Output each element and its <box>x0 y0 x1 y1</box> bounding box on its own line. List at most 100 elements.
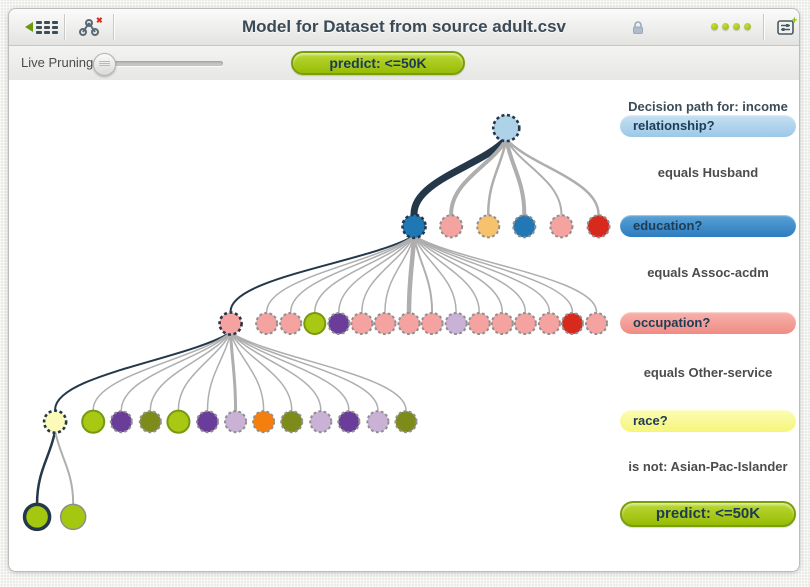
tree-node-d0[interactable] <box>22 502 52 532</box>
tree-edge <box>505 137 600 216</box>
tree-node-a4[interactable] <box>549 214 574 239</box>
tree-edge <box>413 235 527 313</box>
tree-node-a0[interactable] <box>401 213 427 240</box>
decision-tree <box>22 113 611 532</box>
tree-node-root[interactable] <box>491 113 521 143</box>
tree-node-b6[interactable] <box>373 311 397 336</box>
tree-edge <box>54 331 232 411</box>
tree-node-b1[interactable] <box>255 311 279 336</box>
tree-edge <box>289 235 415 313</box>
status-dot <box>711 23 718 30</box>
status-dot <box>733 23 740 30</box>
question-pill-relationship[interactable]: relationship? <box>620 115 796 137</box>
delete-badge-icon: ✖ <box>96 16 103 25</box>
status-dot <box>722 23 729 30</box>
tree-node-b12[interactable] <box>513 311 537 336</box>
tree-node-c9[interactable] <box>309 410 333 434</box>
tree-node-b5[interactable] <box>350 311 374 336</box>
live-pruning-slider[interactable] <box>93 46 223 80</box>
tree-node-b4[interactable] <box>327 311 351 336</box>
tree-edge <box>229 331 407 411</box>
tree-node-a5[interactable] <box>586 214 611 239</box>
tree-node-c7[interactable] <box>252 410 276 434</box>
tree-node-b9[interactable] <box>444 311 468 336</box>
control-bar: Live Pruning predict: <=50K <box>9 46 799 81</box>
delete-model-button[interactable]: ✖ <box>73 15 107 39</box>
tree-edge <box>413 234 434 313</box>
question-pill-occupation[interactable]: occupation? <box>620 312 796 334</box>
tree-node-b10[interactable] <box>467 311 491 336</box>
tree-node-b14[interactable] <box>560 311 584 336</box>
tree-node-b2[interactable] <box>279 311 303 336</box>
tree-node-c8[interactable] <box>280 410 304 434</box>
condition-label: equals Husband <box>657 165 759 180</box>
tree-edge <box>413 235 457 313</box>
tree-edge <box>413 235 551 313</box>
tree-node-a3[interactable] <box>512 214 537 239</box>
tree-edge <box>361 235 415 313</box>
add-panel-button[interactable]: + <box>773 15 799 39</box>
tree-edge <box>314 235 415 313</box>
tree-node-b15[interactable] <box>584 311 609 336</box>
tree-edge <box>413 235 574 313</box>
condition-label: is not: Asian-Pac-Islander <box>628 459 788 474</box>
decision-path-header: Decision path for: income <box>628 99 788 114</box>
tree-edge <box>229 331 350 411</box>
question-pill-education[interactable]: education? <box>620 215 796 237</box>
tree-edge <box>406 233 417 315</box>
tree-edge <box>206 331 232 411</box>
tree-edge <box>229 331 265 411</box>
window-title: Model for Dataset from source adult.csv <box>241 17 567 36</box>
tree-edge <box>54 429 75 505</box>
tree-node-c4[interactable] <box>166 409 191 434</box>
tree-canvas: Decision path for: income relationship? … <box>9 80 799 571</box>
slider-track[interactable] <box>93 61 223 66</box>
tree-node-b13[interactable] <box>537 311 561 336</box>
tree-node-b3[interactable] <box>303 311 327 336</box>
back-to-list-button[interactable] <box>25 15 58 39</box>
tree-edge <box>149 331 232 411</box>
tree-edge <box>449 137 509 217</box>
tree-edge <box>338 235 415 313</box>
tree-node-b11[interactable] <box>490 311 514 336</box>
tree-node-c3[interactable] <box>138 410 162 434</box>
tree-edge <box>229 331 238 412</box>
tree-node-a1[interactable] <box>439 214 464 239</box>
tree-node-b8[interactable] <box>420 311 444 336</box>
add-badge-icon: + <box>792 16 798 27</box>
tree-edge <box>229 331 322 411</box>
status-dot <box>744 23 751 30</box>
predict-button[interactable]: predict: <=50K <box>291 51 465 75</box>
tree-node-b0[interactable] <box>218 311 243 336</box>
status-dots[interactable] <box>711 23 751 30</box>
model-tree-icon: ✖ <box>79 16 103 36</box>
live-pruning-label: Live Pruning <box>21 55 94 70</box>
tree-node-c12[interactable] <box>394 410 418 434</box>
tree-node-a2[interactable] <box>476 214 501 239</box>
tree-node-c2[interactable] <box>109 410 133 434</box>
tree-edge <box>265 235 415 313</box>
toolbar-divider <box>763 14 764 40</box>
tree-node-c0[interactable] <box>42 409 68 435</box>
tree-edge <box>505 138 563 216</box>
tree-node-c5[interactable] <box>195 410 220 434</box>
tree-edge <box>413 235 504 313</box>
tree-node-c6[interactable] <box>224 410 248 434</box>
tree-edge <box>413 235 480 313</box>
slider-knob[interactable] <box>93 53 116 76</box>
tree-node-c1[interactable] <box>81 409 106 434</box>
tree-edge <box>229 331 379 411</box>
back-to-list-icon <box>25 20 58 34</box>
app-window: ✖ Model for Dataset from source adult.cs… <box>8 8 800 572</box>
toolbar-divider <box>64 14 65 40</box>
tree-node-b7[interactable] <box>397 311 421 336</box>
toolbar: ✖ Model for Dataset from source adult.cs… <box>9 9 799 46</box>
tree-edge <box>486 137 508 216</box>
tree-node-d1[interactable] <box>59 503 87 531</box>
sliders-panel-icon: + <box>777 16 798 35</box>
tree-edge <box>92 331 232 411</box>
tree-node-c10[interactable] <box>337 410 361 434</box>
prediction-pill[interactable]: predict: <=50K <box>620 501 796 527</box>
question-pill-race[interactable]: race? <box>620 410 796 432</box>
tree-node-c11[interactable] <box>366 410 390 434</box>
